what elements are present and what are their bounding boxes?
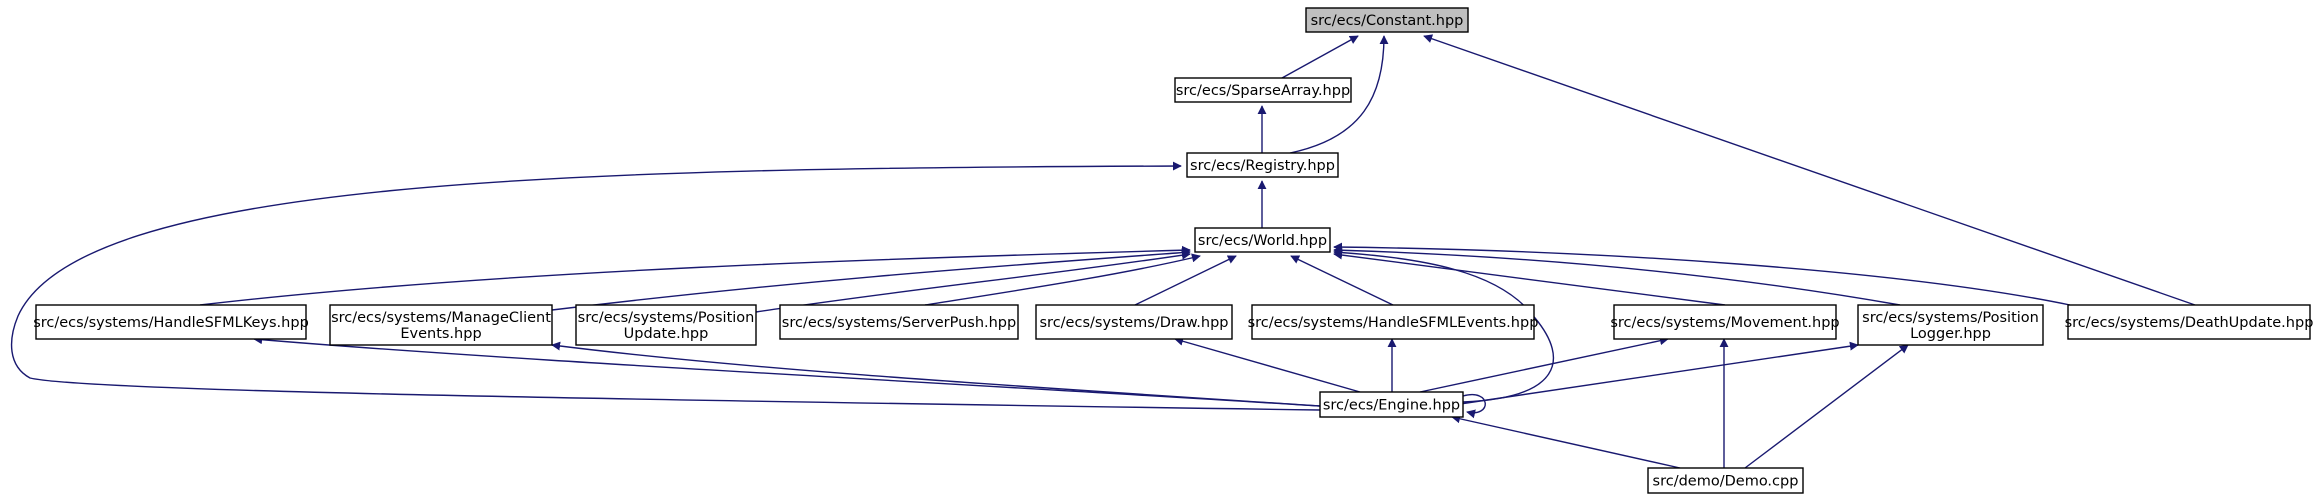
node-box-demo [1647, 467, 1804, 494]
node-label-deathupdate: src/ecs/systems/DeathUpdate.hpp [2065, 315, 2314, 331]
node-label-movement: src/ecs/systems/Movement.hpp [1610, 315, 1839, 331]
node-box-handlesfmlevents [1251, 304, 1535, 340]
node-label-manageclientevents-line-1: src/ecs/systems/ManageClient [331, 310, 551, 326]
node-box-movement [1613, 304, 1837, 340]
node-box-draw [1035, 304, 1233, 340]
node-label-demo: src/demo/Demo.cpp [1653, 474, 1799, 490]
node-world[interactable]: src/ecs/World.hpp [1194, 227, 1331, 253]
edge-engine-to-handlesfmlkeys [253, 335, 1321, 407]
edge-deathupdate-to-constant [1423, 34, 2196, 306]
edge-deathupdate-to-world [1333, 242, 2071, 306]
edge-demo-to-positionlogger [1744, 344, 1909, 469]
node-engine[interactable]: src/ecs/Engine.hpp [1319, 391, 1464, 418]
edge-sparsearray-to-constant [1281, 35, 1359, 79]
edge-engine-to-engine [1462, 393, 1486, 419]
node-constant[interactable]: src/ecs/Constant.hpp [1305, 7, 1469, 33]
node-handlesfmlkeys[interactable]: src/ecs/systems/HandleSFMLKeys.hpp [33, 304, 309, 340]
edge-handlesfmlevents-to-world [1290, 255, 1394, 306]
edge-engine-to-registry [10, 161, 1321, 411]
edge-engine-to-world [1333, 248, 1555, 403]
node-handlesfmlevents[interactable]: src/ecs/systems/HandleSFMLEvents.hpp [1248, 304, 1539, 340]
edge-handlesfmlkeys-to-world [199, 245, 1191, 306]
edge-engine-to-draw [1174, 336, 1361, 393]
node-label-draw: src/ecs/systems/Draw.hpp [1040, 315, 1229, 331]
node-label-positionlogger-line-1: src/ecs/systems/Position [1862, 310, 2039, 326]
node-box-constant [1305, 7, 1469, 33]
node-box-positionupdate [575, 304, 757, 346]
edge-draw-to-world [1134, 255, 1237, 306]
node-box-serverpush [779, 304, 1019, 340]
node-serverpush[interactable]: src/ecs/systems/ServerPush.hpp [779, 304, 1019, 340]
node-label-handlesfmlkeys: src/ecs/systems/HandleSFMLKeys.hpp [33, 315, 309, 331]
node-box-engine [1319, 391, 1464, 418]
node-box-world [1194, 227, 1331, 253]
edges-layer [10, 34, 2196, 469]
node-sparsearray[interactable]: src/ecs/SparseArray.hpp [1174, 77, 1352, 103]
edge-movement-to-world [1333, 250, 1726, 306]
node-box-sparsearray [1174, 77, 1352, 103]
node-draw[interactable]: src/ecs/systems/Draw.hpp [1035, 304, 1233, 340]
edge-manageclientevents-to-world [551, 248, 1191, 311]
node-label-positionupdate-line-1: src/ecs/systems/Position [578, 310, 755, 326]
node-label-positionlogger-line-2: Logger.hpp [1910, 326, 1991, 342]
node-box-handlesfmlkeys [35, 304, 307, 340]
node-label-registry: src/ecs/Registry.hpp [1190, 158, 1335, 174]
nodes-layer: src/ecs/Constant.hpp src/ecs/SparseArray.… [33, 7, 2314, 494]
node-label-handlesfmlevents: src/ecs/systems/HandleSFMLEvents.hpp [1248, 315, 1539, 331]
node-label-world: src/ecs/World.hpp [1198, 233, 1327, 249]
node-box-deathupdate [2067, 304, 2311, 340]
node-box-manageclientevents [329, 304, 553, 346]
edge-engine-to-manageclientevents [551, 341, 1321, 407]
node-movement[interactable]: src/ecs/systems/Movement.hpp [1610, 304, 1840, 340]
edge-engine-to-positionlogger [1459, 341, 1859, 405]
edge-positionupdate-to-world [755, 250, 1191, 313]
edge-registry-to-constant [1289, 35, 1389, 154]
node-label-engine: src/ecs/Engine.hpp [1323, 398, 1460, 414]
node-box-registry [1186, 152, 1339, 178]
node-box-positionlogger [1857, 304, 2044, 346]
node-deathupdate[interactable]: src/ecs/systems/DeathUpdate.hpp [2065, 304, 2314, 340]
node-registry[interactable]: src/ecs/Registry.hpp [1186, 152, 1339, 178]
node-label-constant: src/ecs/Constant.hpp [1311, 13, 1464, 29]
node-label-sparsearray: src/ecs/SparseArray.hpp [1176, 83, 1350, 99]
edge-demo-to-engine [1451, 414, 1681, 469]
node-label-positionupdate-line-2: Update.hpp [624, 326, 709, 342]
node-label-serverpush: src/ecs/systems/ServerPush.hpp [782, 315, 1016, 331]
node-label-manageclientevents-line-2: Events.hpp [400, 326, 481, 342]
edge-positionlogger-to-world [1333, 245, 1901, 306]
node-demo[interactable]: src/demo/Demo.cpp [1647, 467, 1804, 494]
edge-serverpush-to-world [924, 253, 1201, 306]
edge-engine-to-movement [1419, 336, 1669, 393]
